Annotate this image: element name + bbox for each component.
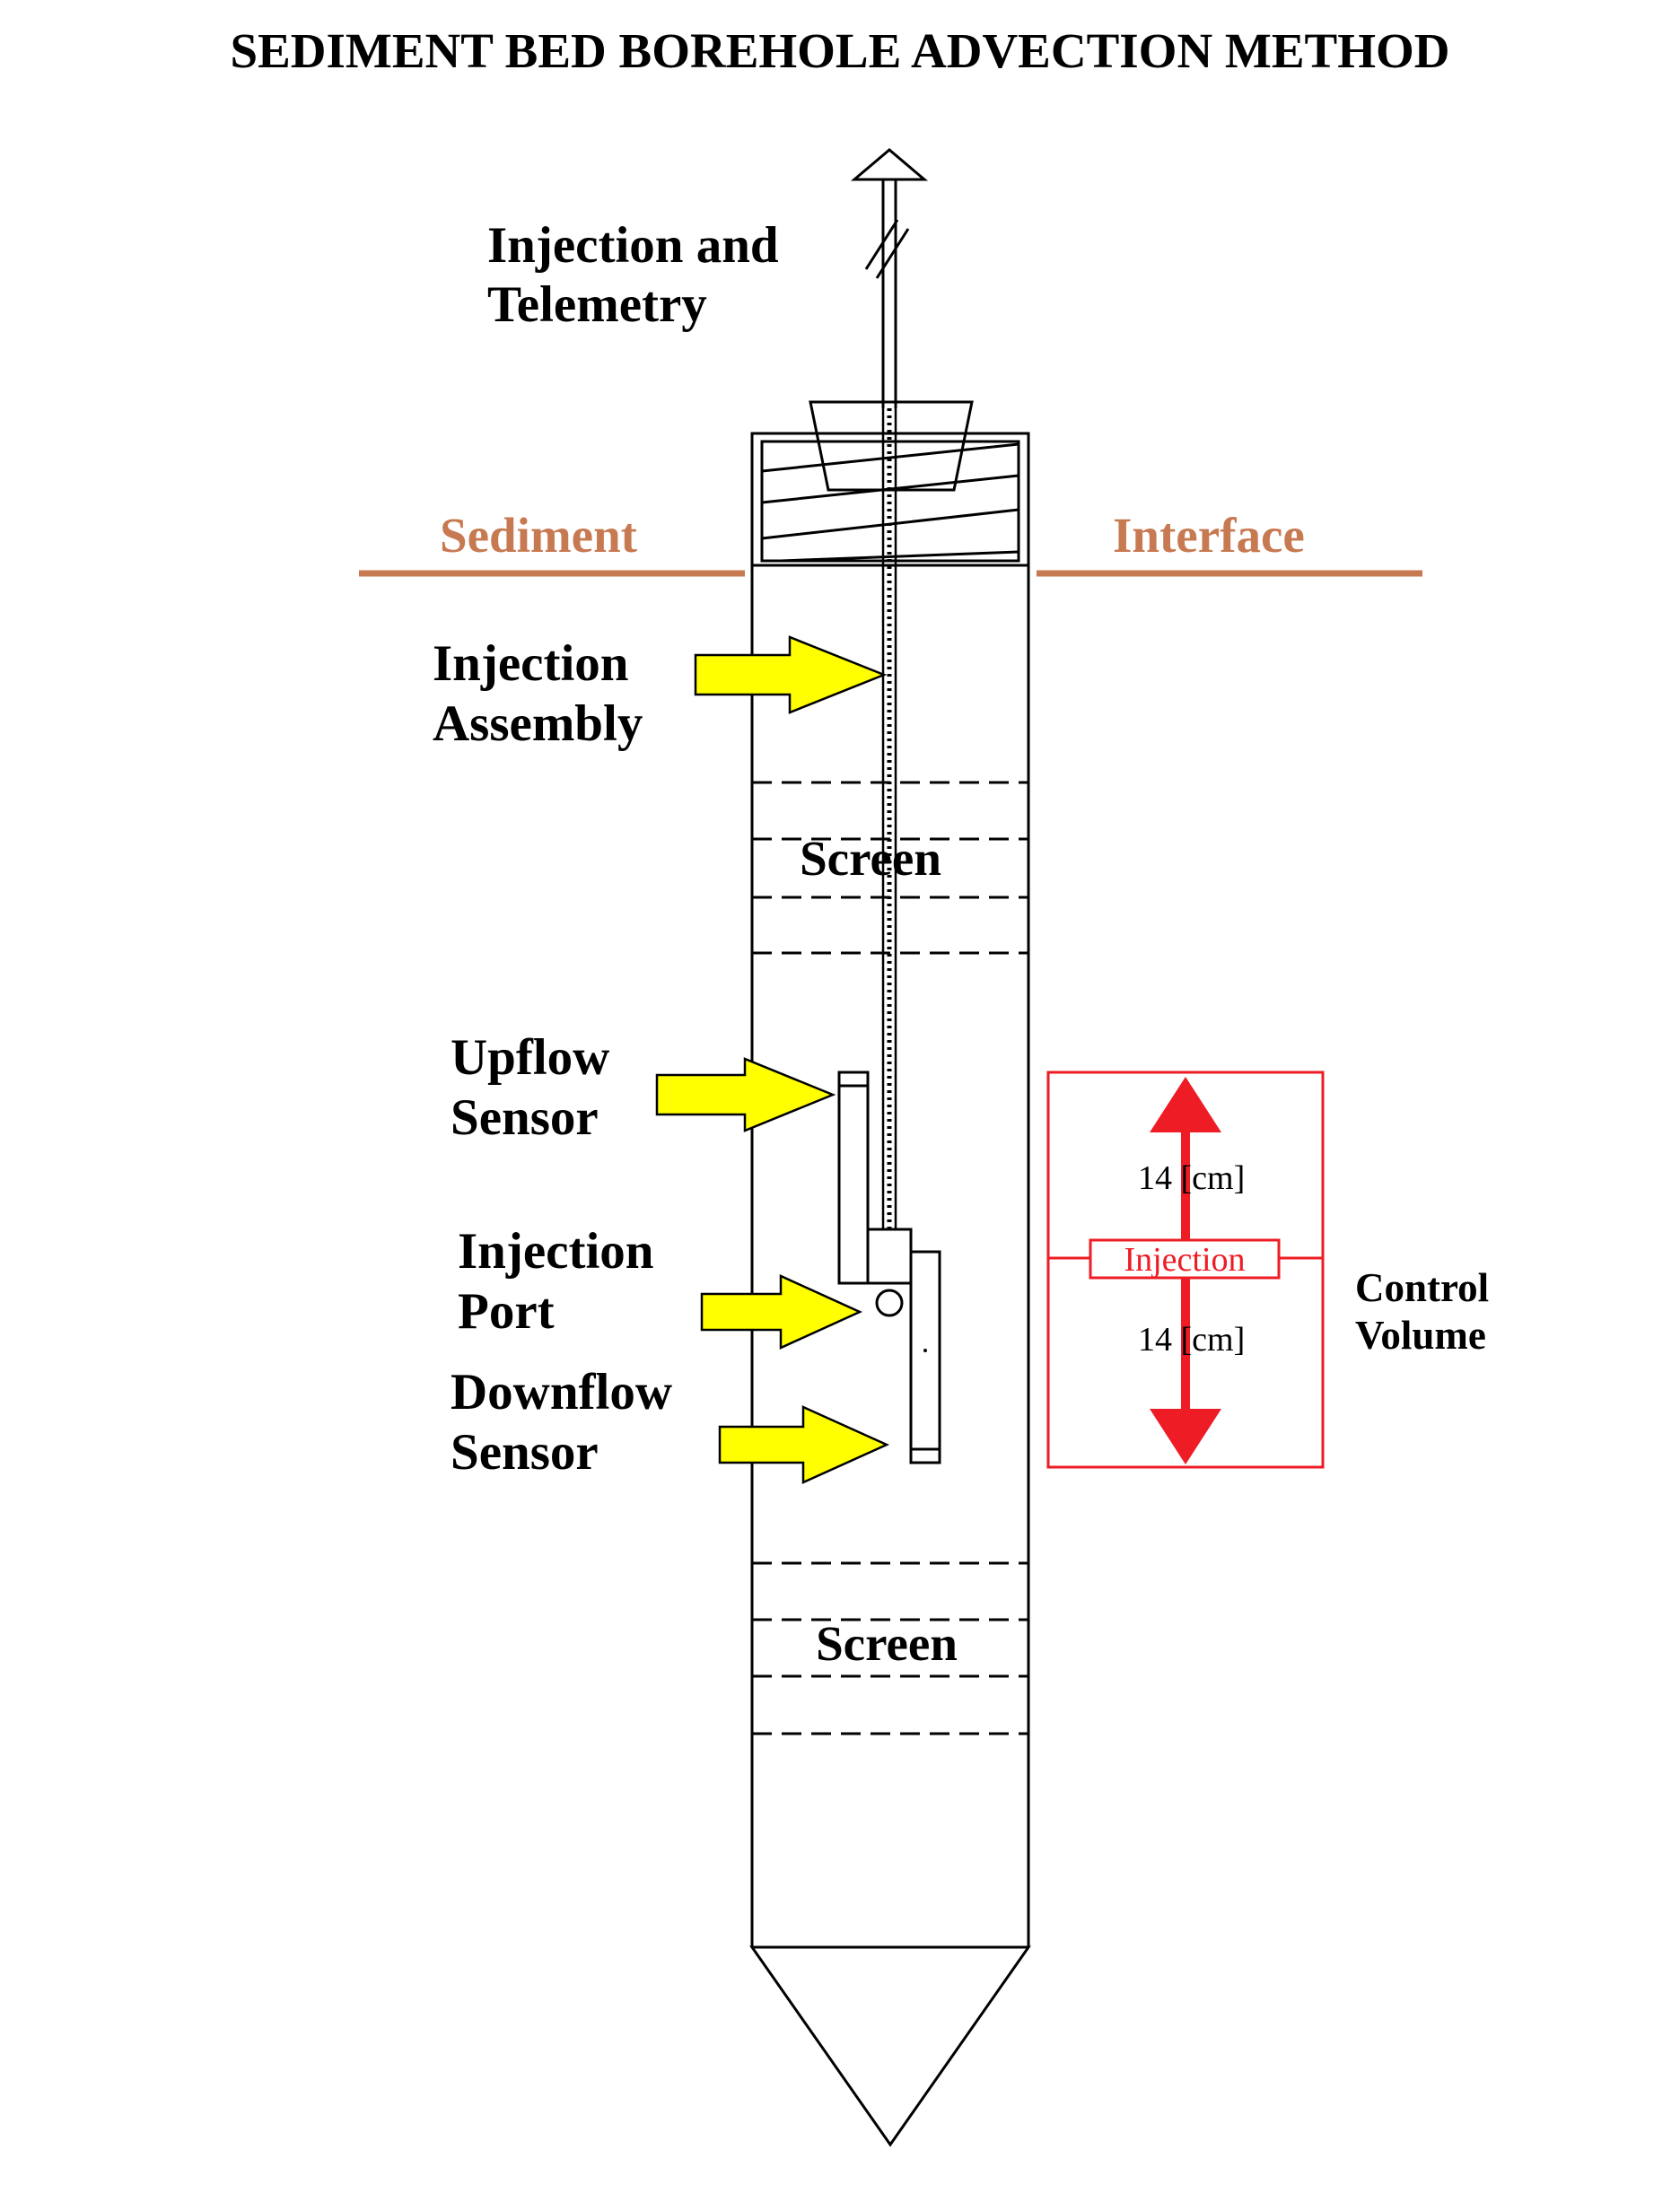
telemetry-cable <box>850 148 929 408</box>
label-injection-assembly: Injection Assembly <box>433 635 643 752</box>
interface-label-interface: Interface <box>1113 508 1305 563</box>
label-screen-upper: Screen <box>800 831 941 886</box>
label-injection-telemetry: Injection and Telemetry <box>487 217 792 333</box>
casing-plug <box>750 400 1030 567</box>
injection-port-nozzle <box>875 1289 904 1317</box>
lower-dimension-label: 14 [cm] <box>1138 1321 1245 1359</box>
control-volume-injection-label: Injection <box>1124 1241 1245 1279</box>
diagram-title: SEDIMENT BED BOREHOLE ADVECTION METHOD <box>231 23 1450 78</box>
injection-port-block <box>866 1228 913 1285</box>
lower-screen <box>752 1561 1028 1735</box>
label-injection-port: Injection Port <box>458 1223 667 1340</box>
borehole-casing <box>749 565 1031 2147</box>
control-volume-up-arrow-icon <box>1150 1077 1221 1132</box>
control-volume-box <box>1046 1071 1325 1469</box>
injection-assembly-pointer-arrow <box>694 635 888 714</box>
label-downflow-sensor: Downflow Sensor <box>451 1364 685 1481</box>
control-volume-down-arrow-icon <box>1150 1409 1221 1464</box>
injection-port-pointer-arrow <box>700 1274 863 1350</box>
casing-drive-point <box>749 1945 1031 2147</box>
upper-dimension-label: 14 [cm] <box>1138 1159 1245 1197</box>
downflow-sensor-body <box>909 1250 941 1464</box>
label-upflow-sensor: Upflow Sensor <box>451 1029 623 1146</box>
control-volume-injection-box <box>1089 1238 1281 1280</box>
interface-label-sediment: Sediment <box>440 508 638 563</box>
label-control-volume: Control Volume <box>1355 1265 1499 1358</box>
cable-up-arrow-icon <box>850 148 929 181</box>
downflow-sensor-pointer-arrow <box>718 1405 890 1484</box>
upflow-sensor-body <box>837 1071 870 1285</box>
label-screen-lower: Screen <box>816 1616 958 1671</box>
injection-assembly-rod <box>881 408 897 1229</box>
upflow-sensor-pointer-arrow <box>655 1057 836 1132</box>
